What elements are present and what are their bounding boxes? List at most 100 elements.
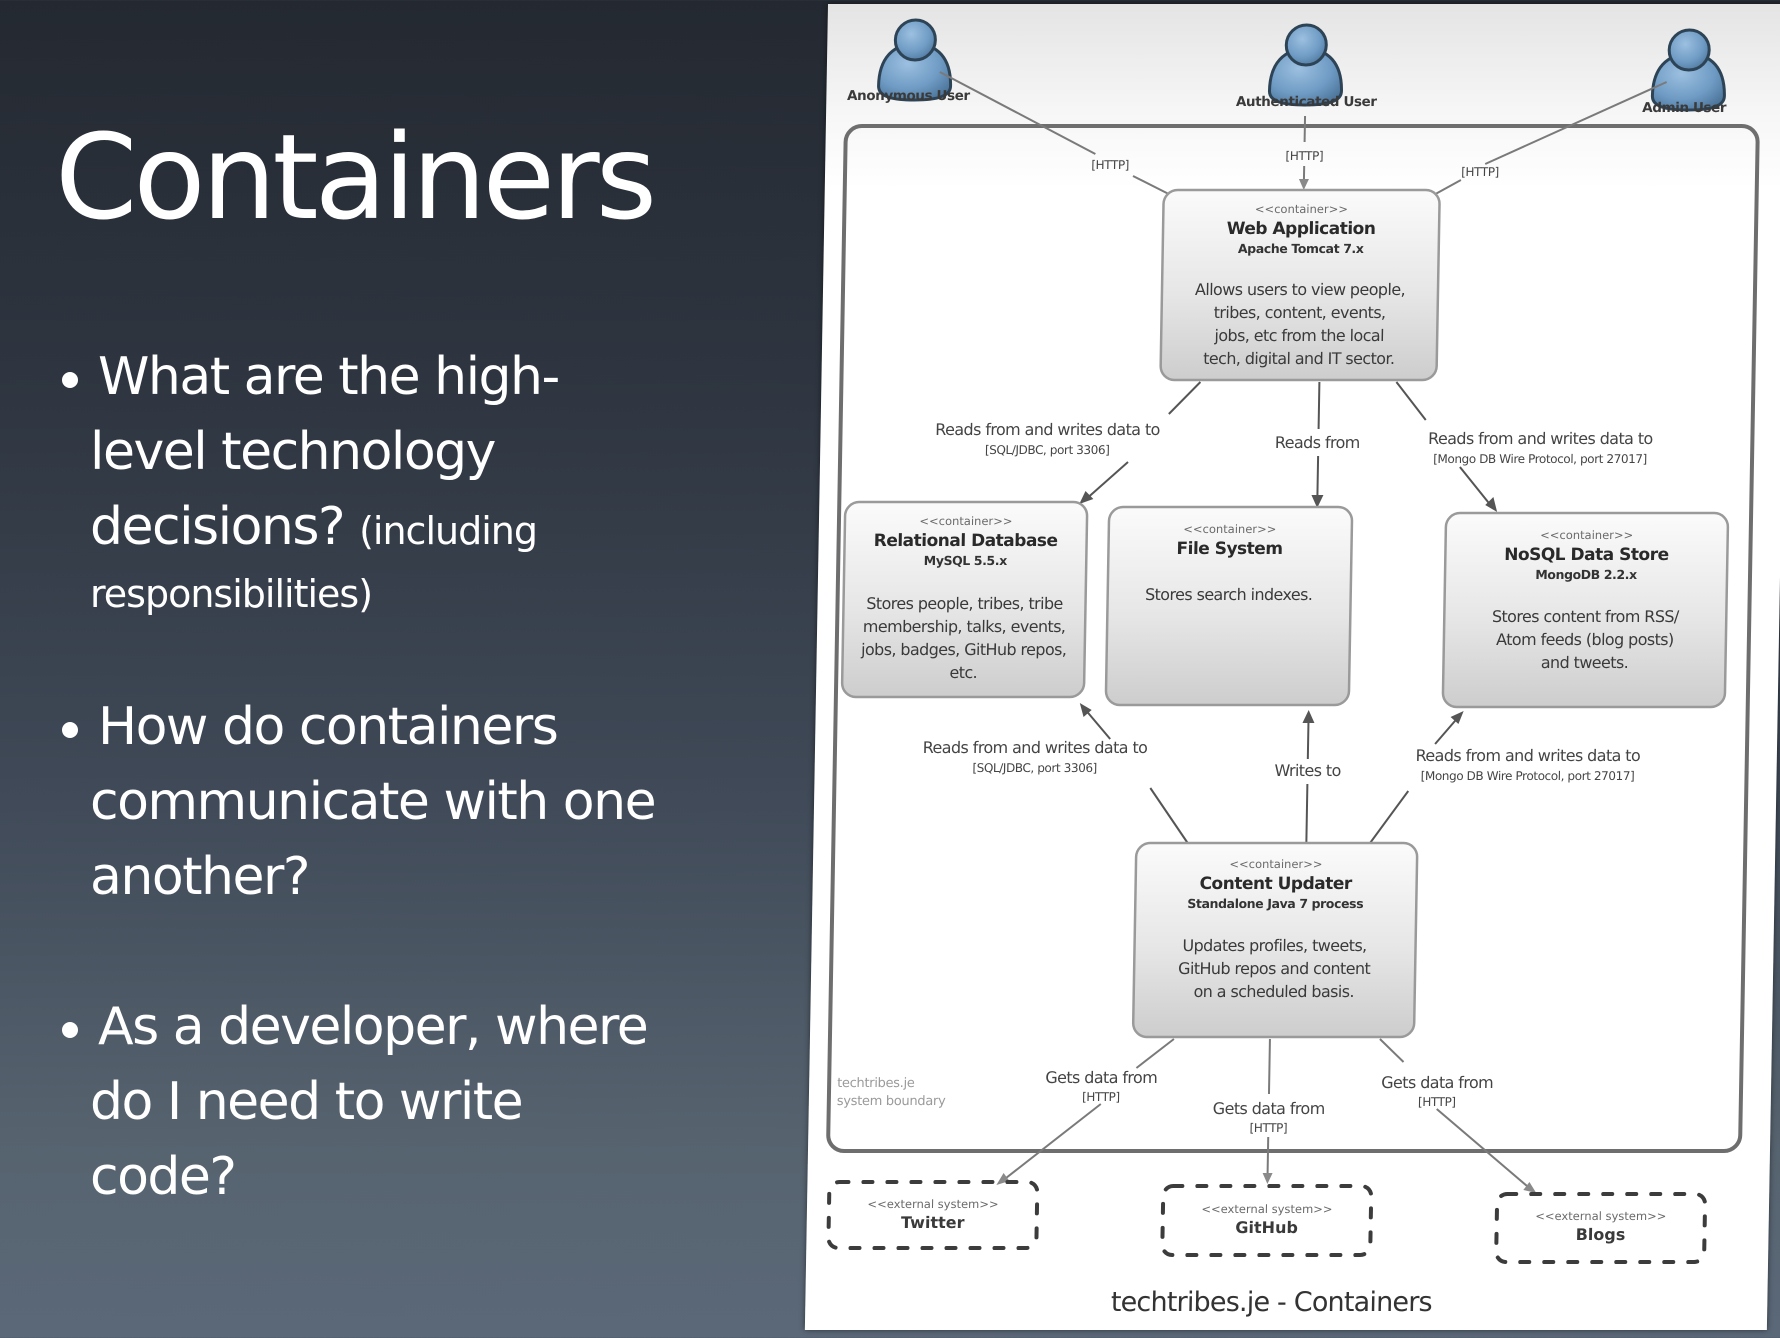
container-name: NoSQL Data Store — [1504, 545, 1669, 565]
container-stereotype: <<container>> — [1540, 528, 1633, 542]
external-system-name: Blogs — [1576, 1225, 1626, 1244]
relationship-updater-to-nosql: Reads from and writes data to [Mongo DB … — [1368, 711, 1640, 845]
container-description-line: and tweets. — [1541, 653, 1629, 672]
person-icon — [1267, 23, 1343, 107]
bullet-line: level technology — [90, 422, 496, 482]
relationship-technology: [SQL/JDBC, port 3306] — [985, 443, 1110, 457]
relationship-admin-to-webapp: [HTTP] — [1416, 81, 1668, 204]
bullet-line: How do containers — [98, 697, 559, 757]
container-description-line: Stores search indexes. — [1145, 585, 1313, 604]
bullet-line: As a developer, where — [98, 997, 649, 1057]
relationship-webapp-to-relational-db: Reads from and writes data to [SQL/JDBC,… — [935, 381, 1202, 504]
relationship-label: Reads from — [1275, 433, 1360, 452]
external-system-stereotype: <<external system>> — [1201, 1202, 1332, 1216]
container-technology: Standalone Java 7 process — [1187, 896, 1363, 911]
container-description-line: etc. — [949, 663, 977, 682]
bullet-note: responsibilities) — [90, 572, 373, 616]
container-description-line: Atom feeds (blog posts) — [1496, 630, 1674, 649]
container-description-line: Allows users to view people, — [1195, 280, 1405, 299]
external-system-twitter[interactable]: <<external system>> Twitter — [826, 1180, 1040, 1250]
container-description-line: jobs, badges, GitHub repos, — [860, 640, 1067, 659]
container-box — [1441, 511, 1730, 709]
relationship-label: Reads from and writes data to — [935, 420, 1160, 439]
slide-text-area: Containers What are the high- level tech… — [0, 0, 800, 1338]
container-description-line: tech, digital and IT sector. — [1203, 349, 1395, 368]
container-description-line: Stores content from RSS/ — [1492, 607, 1680, 626]
person-authenticated-user[interactable]: Authenticated User — [1236, 23, 1379, 110]
container-name: Relational Database — [874, 531, 1058, 551]
relationship-updater-to-github: Gets data from [HTTP] — [1213, 1039, 1325, 1184]
person-admin-user[interactable]: Admin User — [1642, 28, 1728, 116]
container-name: Web Application — [1227, 219, 1376, 239]
container-relational-database[interactable]: <<container>> Relational Database MySQL … — [840, 500, 1089, 699]
container-diagram: techtribes.je system boundary Anonymous … — [826, 18, 1760, 1318]
container-description-line: on a scheduled basis. — [1193, 982, 1354, 1001]
container-content-updater[interactable]: <<container>> Content Updater Standalone… — [1131, 841, 1419, 1039]
container-name: Content Updater — [1199, 874, 1353, 894]
relationship-technology: [HTTP] — [1418, 1095, 1456, 1109]
container-nosql-data-store[interactable]: <<container>> NoSQL Data Store MongoDB 2… — [1441, 511, 1730, 709]
container-description-line: tribes, content, events, — [1214, 303, 1386, 322]
container-box — [1131, 841, 1419, 1039]
relationship-label: Gets data from — [1381, 1073, 1493, 1092]
container-stereotype: <<container>> — [1183, 522, 1276, 536]
bullet-dot-icon — [62, 1022, 78, 1038]
external-system-box — [1160, 1184, 1374, 1257]
person-label: Authenticated User — [1236, 94, 1378, 110]
person-icon — [1650, 28, 1726, 112]
container-web-application[interactable]: <<container>> Web Application Apache Tom… — [1159, 188, 1441, 382]
relationship-webapp-to-nosql: Reads from and writes data to [Mongo DB … — [1395, 381, 1653, 512]
container-description-line: jobs, etc from the local — [1213, 326, 1384, 345]
relationship-technology: [HTTP] — [1249, 1121, 1287, 1135]
relationship-updater-to-file-system: Writes to — [1274, 710, 1341, 844]
relationship-label: Reads from and writes data to — [923, 738, 1148, 757]
slide-title: Containers — [55, 108, 657, 246]
container-box — [1104, 505, 1354, 707]
external-system-github[interactable]: <<external system>> GitHub — [1160, 1184, 1374, 1257]
relationship-updater-to-blogs: Gets data from [HTTP] — [1379, 1038, 1537, 1193]
relationship-technology: [Mongo DB Wire Protocol, port 27017] — [1421, 769, 1635, 783]
relationship-label: Gets data from — [1213, 1099, 1325, 1118]
container-file-system[interactable]: <<container>> File System Stores search … — [1104, 505, 1354, 707]
relationship-anonymous-to-webapp: [HTTP] — [939, 71, 1187, 203]
bullet-item: As a developer, where do I need to write… — [62, 990, 782, 1215]
relationship-technology: [Mongo DB Wire Protocol, port 27017] — [1433, 452, 1647, 466]
boundary-label: system boundary — [837, 1094, 946, 1109]
boundary-label: techtribes.je — [837, 1076, 915, 1091]
relationship-updater-to-twitter: Gets data from [HTTP] — [996, 1038, 1175, 1185]
relationship-label: Reads from and writes data to — [1428, 429, 1653, 448]
bullet-line: communicate with one — [90, 772, 657, 832]
container-box — [1159, 188, 1441, 382]
relationship-label: Reads from and writes data to — [1415, 746, 1640, 765]
person-anonymous-user[interactable]: Anonymous User — [847, 18, 972, 104]
diagram-caption: techtribes.je - Containers — [1111, 1287, 1433, 1318]
external-system-name: GitHub — [1235, 1218, 1298, 1237]
container-stereotype: <<container>> — [1229, 857, 1322, 871]
container-box — [840, 500, 1089, 699]
relationship-authenticated-to-webapp: [HTTP] — [1285, 116, 1323, 190]
relationship-webapp-to-file-system: Reads from — [1275, 382, 1360, 508]
external-system-box — [1494, 1192, 1708, 1264]
container-description-line: GitHub repos and content — [1178, 959, 1371, 978]
external-system-name: Twitter — [901, 1213, 965, 1232]
relationship-technology: [HTTP] — [1461, 165, 1499, 179]
container-technology: Apache Tomcat 7.x — [1238, 241, 1364, 256]
container-technology: MySQL 5.5.x — [924, 553, 1008, 568]
person-label: Admin User — [1642, 100, 1727, 116]
bullet-line-text: decisions? — [90, 497, 346, 557]
relationship-technology: [SQL/JDBC, port 3306] — [972, 761, 1097, 775]
relationship-technology: [HTTP] — [1285, 149, 1323, 163]
container-stereotype: <<container>> — [1255, 202, 1348, 216]
bullet-line: What are the high- — [98, 347, 560, 407]
bullet-line: decisions? (including — [90, 490, 782, 569]
bullet-item: What are the high- level technology deci… — [62, 340, 782, 619]
container-description-line: Stores people, tribes, tribe — [866, 594, 1063, 613]
container-name: File System — [1176, 539, 1282, 559]
bullet-line: another? — [90, 847, 310, 907]
relationship-updater-to-relational-db: Reads from and writes data to [SQL/JDBC,… — [923, 703, 1190, 845]
external-system-blogs[interactable]: <<external system>> Blogs — [1494, 1192, 1708, 1264]
container-technology: MongoDB 2.2.x — [1535, 567, 1637, 582]
person-label: Anonymous User — [847, 88, 971, 104]
bullet-item: How do containers communicate with one a… — [62, 690, 782, 915]
bullet-dot-icon — [62, 722, 78, 738]
